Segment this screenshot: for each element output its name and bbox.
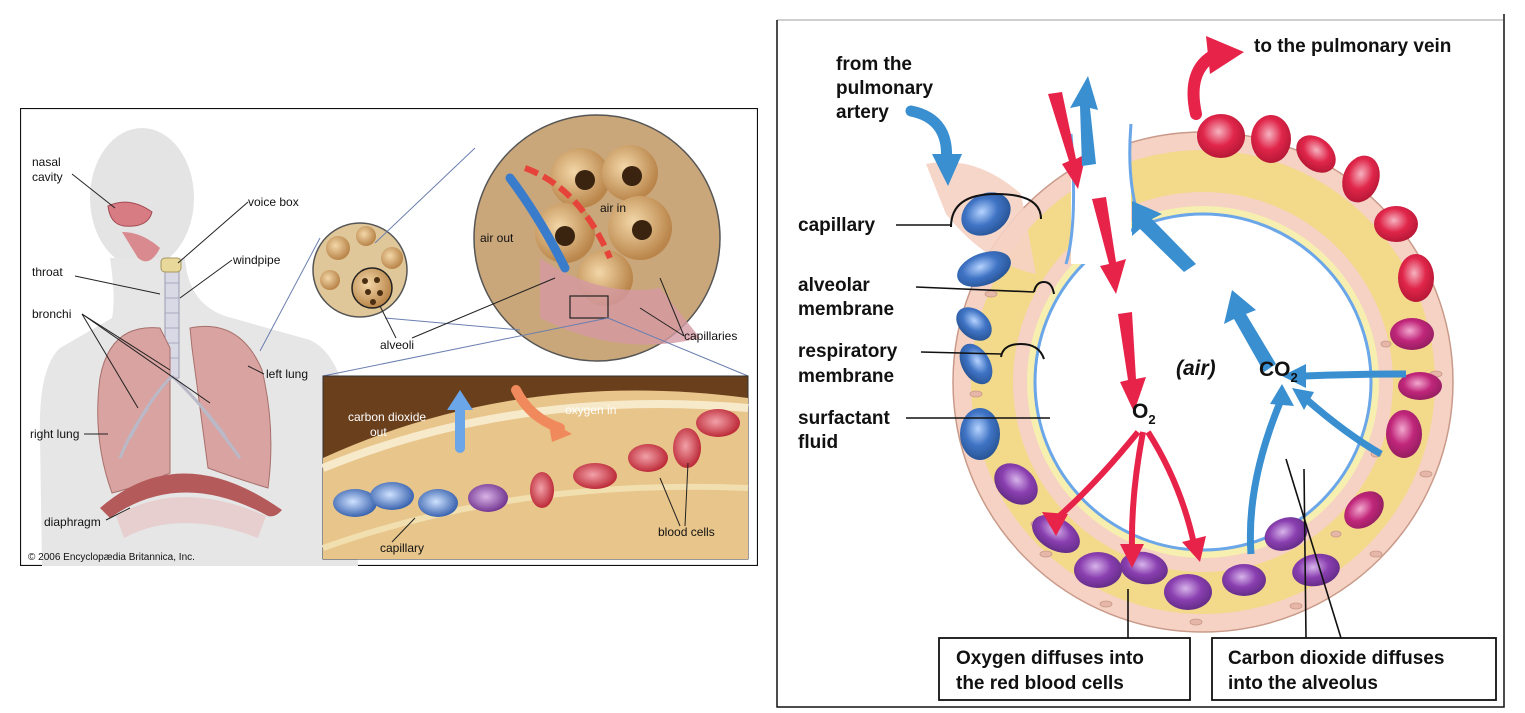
to-vein-label: to the pulmonary vein [1254,36,1451,57]
copyright-text: © 2006 Encyclopædia Britannica, Inc. [28,552,195,563]
alveoli-magnifier-small [312,222,408,318]
throat-label: throat [32,265,63,279]
alveoli-magnifier-large [473,114,721,362]
diaphragm-label: diaphragm [44,515,101,529]
right-leader-lines [896,224,1342,639]
voice-box-shape [160,257,182,273]
capillaries-label: capillaries [684,329,737,343]
capillary-label-left: capillary [380,541,424,555]
diaphragm-shape [100,473,282,518]
carbon-box-line-2: into the alveolus [1228,673,1378,694]
carbon-box-line-1: Carbon dioxide diffuses [1228,648,1444,669]
right-lung-label: right lung [30,427,79,441]
capillary-ring [952,84,1454,633]
capillary-detail-inset [321,375,749,560]
oxygen-in-label: oxygen in [565,403,616,417]
co2-diffusion-arrows [1246,370,1407,555]
alveolar-membrane-label-2: membrane [798,299,894,320]
capillary-label: capillary [798,215,876,236]
right-lung-shape [97,327,171,494]
membrane-brackets [950,192,1055,360]
left-lung-label: left lung [266,367,308,381]
air-in-label: air in [600,201,626,215]
oxygen-box-line-2: the red blood cells [956,673,1124,694]
oxygen-box-line-1: Oxygen diffuses into [956,648,1144,669]
from-artery-label-3: artery [836,102,889,123]
o2-label: O2 [1132,400,1156,427]
oxygen-inflow-arrows [1048,92,1146,412]
from-artery-label-1: from the [836,54,912,75]
co2-label: CO2 [1259,358,1298,385]
air-label: (air) [1176,357,1216,380]
respiratory-membrane-label-1: respiratory [798,341,898,362]
co2-outflow-arrows [1070,76,1276,372]
blood-cells-label: blood cells [658,525,715,539]
respiratory-membrane-label-2: membrane [798,366,894,387]
from-artery-label-2: pulmonary [836,78,934,99]
red-blood-cells [956,114,1442,610]
surfactant-fluid-label-1: surfactant [798,408,891,429]
bronchi-label: bronchi [32,307,71,321]
nasal-cavity-label-1: nasal [32,155,61,169]
nasal-cavity-shape [107,201,153,227]
air-out-label: air out [480,231,514,245]
carbon-dioxide-out-label-2: out [370,425,387,439]
windpipe-label: windpipe [232,253,281,267]
right-panel-border [776,14,1505,708]
oxygen-diffusion-box: Oxygen diffuses into the red blood cells [938,637,1191,701]
respiratory-system-illustration: nasal cavity voice box windpipe throat b… [19,107,759,567]
alveolar-membrane-label-1: alveolar [798,275,870,296]
o2-diffusion-arrows [1054,430,1197,550]
nasal-cavity-label-2: cavity [32,170,63,184]
carbon-dioxide-diffusion-box: Carbon dioxide diffuses into the alveolu… [1211,637,1497,701]
voice-box-label: voice box [248,195,299,209]
carbon-dioxide-out-label-1: carbon dioxide [348,410,426,424]
bronchi-shape [118,374,242,459]
alveolus-gas-exchange-diagram: from the pulmonary artery to the pulmona… [776,14,1505,708]
surfactant-fluid-label-2: fluid [798,432,838,453]
alveoli-label: alveoli [380,338,414,352]
